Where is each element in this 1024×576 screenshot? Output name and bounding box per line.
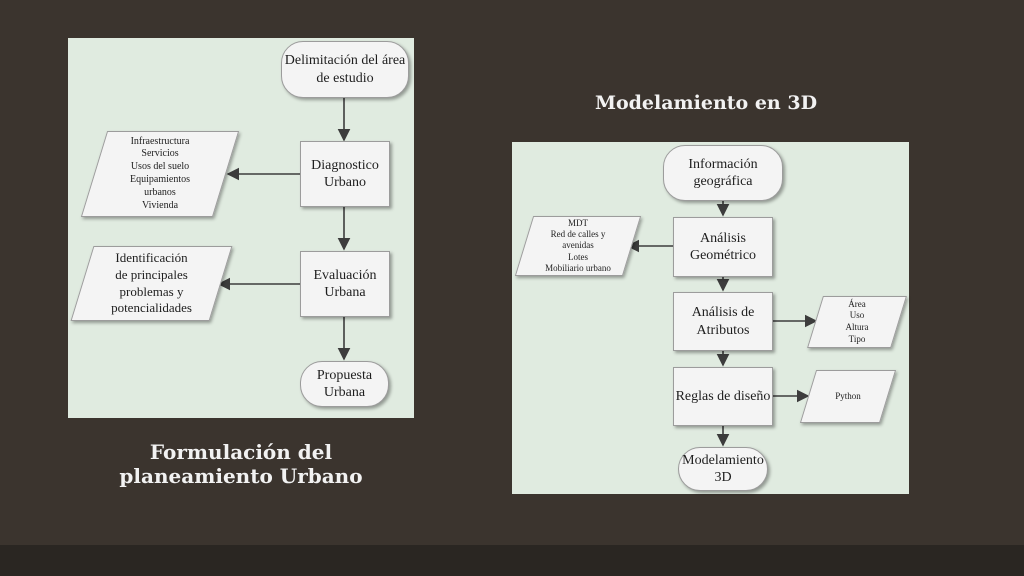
node-python: Python: [799, 370, 897, 423]
node-infraestructura: Infraestructura Servicios Usos del suelo…: [80, 131, 240, 217]
node-reglas-diseno: Reglas de diseño: [673, 367, 773, 426]
bottom-bar: [0, 545, 1024, 576]
node-area-uso: Área Uso Altura Tipo: [807, 296, 907, 348]
node-mdt: MDT Red de calles y avenidas Lotes Mobil…: [514, 216, 642, 276]
heading-modelamiento-3d: Modelamiento en 3D: [594, 92, 818, 114]
left-diagram-panel: [68, 38, 414, 418]
node-identificacion: Identificación de principales problemas …: [70, 246, 233, 321]
heading-formulacion: Formulación del planeamiento Urbano: [119, 440, 363, 488]
